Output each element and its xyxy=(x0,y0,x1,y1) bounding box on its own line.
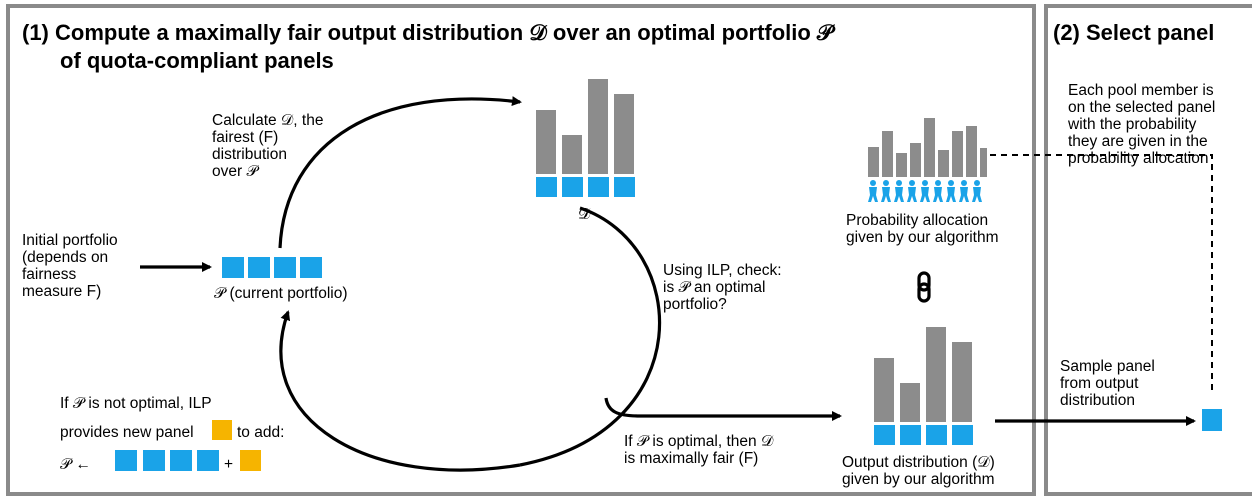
output-panel xyxy=(874,425,895,445)
person-icon xyxy=(933,180,943,202)
person-icons xyxy=(868,180,982,202)
allocation-bar xyxy=(868,147,879,177)
calculate-line4: over 𝒫 xyxy=(212,163,258,180)
output-panel xyxy=(900,425,921,445)
allocation-bar xyxy=(938,150,949,177)
sample-panel-line2: from output xyxy=(1060,375,1139,392)
current-portfolio-label: 𝒫 (current portfolio) xyxy=(214,285,348,302)
not-optimal-line2a: provides new panel xyxy=(60,424,194,441)
output-panel xyxy=(926,425,947,445)
output-bar xyxy=(926,327,946,422)
portfolio-panel xyxy=(248,257,270,278)
initial-portfolio-line4: measure F) xyxy=(22,283,102,300)
update-panel xyxy=(170,450,192,471)
allocation-bar xyxy=(966,126,977,177)
panel2-title: (2) Select panel xyxy=(1053,20,1215,45)
initial-portfolio-line2: (depends on xyxy=(22,249,109,266)
prob-alloc-line2: given by our algorithm xyxy=(846,229,999,246)
sample-panel-line3: distribution xyxy=(1060,392,1135,409)
pool-member-line5: probability allocation xyxy=(1068,150,1209,167)
sample-panel-line1: Sample panel xyxy=(1060,358,1155,375)
selected-panel xyxy=(1202,409,1222,431)
dashed-connector xyxy=(990,154,1213,395)
allocation-bar xyxy=(910,143,921,177)
update-panel xyxy=(115,450,137,471)
distribution-symbol: 𝒟 xyxy=(578,206,591,223)
update-rule-lhs: 𝒫 ← xyxy=(60,456,91,473)
allocation-bar xyxy=(924,118,935,177)
update-new-panel xyxy=(240,450,261,471)
pool-member-line2: on the selected panel xyxy=(1068,99,1216,116)
distribution-panel xyxy=(536,177,557,197)
person-icon xyxy=(868,180,878,202)
update-panel xyxy=(143,450,165,471)
output-panel xyxy=(952,425,973,445)
distribution-bar xyxy=(536,110,556,174)
output-bar xyxy=(874,358,894,422)
distribution-panel xyxy=(614,177,635,197)
link-icon xyxy=(917,271,931,303)
prob-alloc-line1: Probability allocation xyxy=(846,212,989,229)
person-icon xyxy=(907,180,917,202)
compute-panel-frame xyxy=(6,4,1036,496)
person-icon xyxy=(894,180,904,202)
ilp-check-line1: Using ILP, check: xyxy=(663,262,782,279)
portfolio-panel xyxy=(274,257,296,278)
select-panel-frame xyxy=(1044,4,1252,496)
optimal-line1: If 𝒫 is optimal, then 𝒟 xyxy=(624,433,774,450)
update-rule-plus: + xyxy=(224,456,234,473)
not-optimal-line2b: to add: xyxy=(237,424,285,441)
initial-portfolio-line1: Initial portfolio xyxy=(22,232,118,249)
output-dist-line1: Output distribution (𝒟) xyxy=(842,454,995,471)
ilp-check-line2: is 𝒫 an optimal xyxy=(663,279,766,296)
arc-check xyxy=(519,206,661,467)
not-optimal-line1: If 𝒫 is not optimal, ILP xyxy=(60,395,212,412)
allocation-bar xyxy=(882,131,893,177)
person-icon xyxy=(946,180,956,202)
calculate-line1: Calculate 𝒟, the xyxy=(212,112,324,129)
pool-member-line3: with the probability xyxy=(1068,116,1197,133)
arc-return xyxy=(279,310,521,472)
person-icon xyxy=(920,180,930,202)
calculate-line2: fairest (F) xyxy=(212,129,279,146)
pool-member-line1: Each pool member is xyxy=(1068,82,1214,99)
distribution-panel xyxy=(588,177,609,197)
distribution-bar xyxy=(588,79,608,174)
output-dist-line2: given by our algorithm xyxy=(842,471,995,488)
output-bar xyxy=(952,342,972,422)
person-icon xyxy=(972,180,982,202)
pool-member-line4: they are given in the xyxy=(1068,133,1208,150)
allocation-bar xyxy=(952,131,963,177)
portfolio-panel xyxy=(300,257,322,278)
calculate-line3: distribution xyxy=(212,146,287,163)
portfolio-panel xyxy=(222,257,244,278)
distribution-bar xyxy=(614,94,634,174)
distribution-panel xyxy=(562,177,583,197)
initial-portfolio-line3: fairness xyxy=(22,266,77,283)
allocation-bar xyxy=(980,148,987,177)
optimal-line2: is maximally fair (F) xyxy=(624,450,759,467)
panel1-title-line1: (1) Compute a maximally fair output dist… xyxy=(22,20,833,45)
ilp-check-line3: portfolio? xyxy=(663,296,727,313)
panel1-title-line2: of quota-compliant panels xyxy=(60,48,334,73)
output-bar xyxy=(900,383,920,422)
person-icon xyxy=(959,180,969,202)
arrow-to-output xyxy=(604,397,842,421)
arc-calculate xyxy=(278,96,522,249)
allocation-bar xyxy=(896,153,907,177)
new-panel-square xyxy=(212,420,232,440)
update-panel xyxy=(197,450,219,471)
distribution-bar xyxy=(562,135,582,174)
person-icon xyxy=(881,180,891,202)
